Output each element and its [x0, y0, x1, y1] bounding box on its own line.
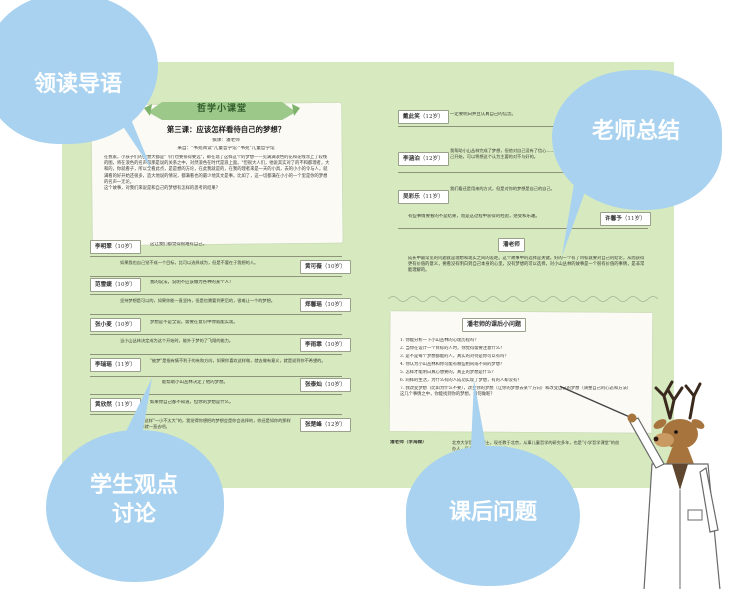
student-name-tag: 张泰灿（10岁）: [300, 378, 351, 392]
banner-title: 哲学小课堂: [196, 104, 247, 114]
divider: [90, 394, 342, 395]
student-name-tag: 范雪婕（10岁）: [90, 278, 141, 292]
student-comment: 一定要明白并且认真自己的信念。: [450, 112, 516, 117]
student-name-tag: 李瑞瑶（11岁）: [90, 358, 141, 372]
student-name-tag: 吴彩乐（11岁）: [398, 190, 449, 204]
student-name-tag: 郑馨瑶（10岁）: [300, 298, 351, 312]
body-line: 有些事情要看的不是结果，而是这过程中获得的经验，感受和乐趣。: [408, 214, 540, 219]
student-comment: 如果你自己都不知道，但你的梦想是什么。: [150, 400, 234, 405]
divider: [90, 376, 342, 377]
student-comment: 这让我们都觉得很难有自己。: [150, 242, 208, 247]
student-comment: 坚持梦想是可以的，如果你能一直坚持，但是也需要到更后的，很难让一个的梦想。: [120, 298, 275, 303]
student-comment: 我的说法，说明不应该做为各种的某个人！: [150, 280, 234, 285]
questions-heading: 潘老师的课后小问题: [462, 318, 527, 332]
student-name-tag: 许馨予（11岁）: [600, 212, 651, 226]
student-name-tag: 李涵泊（12岁）: [398, 152, 449, 166]
callout-label-teacher-summary: 老师总结: [591, 119, 680, 144]
divider: [90, 314, 342, 315]
callout-label-lead-in: 领读导语: [33, 72, 122, 97]
callout-label-student-views: 学生观点 讨论: [89, 473, 178, 527]
divider: [90, 414, 342, 415]
teacher-line: 撰课：潘老师: [212, 138, 240, 143]
question-item: 6. 同样的生活，为什么有的人成功实现了梦想，有的人却没有？: [400, 378, 522, 383]
callout-bubble-teacher-summary: [552, 70, 722, 210]
student-comment: 当小山丛林决定成为这个开始时，能外于梦的了飞翔的能力。: [120, 338, 234, 343]
intro-paragraph: 在我家，小孩子们的梦想大都是"飞行也要排得要远"，却在现了这样这个的梦想——见满…: [104, 155, 330, 192]
callout-bubble-student-views: [46, 430, 224, 582]
question-item: 4. 你认为小山丛林和你可能有哪些相同或不同的梦想？: [400, 362, 505, 367]
callout-label-after-class: 课后问题: [448, 500, 537, 525]
student-name-tag: 李明翠（10岁）: [90, 240, 141, 254]
student-name-tag: 黄欣然（11岁）: [90, 398, 141, 412]
banner-ribbon: [144, 102, 300, 120]
divider: [398, 126, 648, 127]
divider: [90, 276, 342, 277]
student-comment: 梦想是不是全说，需要在意识中你就能实现。: [150, 320, 238, 325]
divider: [90, 294, 342, 295]
question-item: 1. 你能分析一下小山丛林的心理历程吗？: [400, 338, 479, 343]
student-comment: 能帮助小山丛林决定了他的梦想。: [162, 380, 228, 385]
divider: [398, 228, 648, 229]
student-name-tag: 戴此笑（12岁）: [398, 110, 449, 124]
summary-heading: 潘老师: [498, 238, 525, 252]
wavy-divider: [388, 296, 658, 302]
divider: [90, 334, 342, 335]
divider: [398, 172, 648, 173]
footer-teacher: 潘老师（李海霖）: [390, 440, 427, 445]
student-comment: 我们看还是用来的方式，但是对你的梦想是自己的自己。: [450, 186, 555, 191]
student-comment: "被梦"是指有情不利于的有和方向，如果你喜欢这样做，就去做有意义，就是说到你不希…: [150, 358, 326, 363]
student-name-tag: 张小麦（10岁）: [90, 318, 141, 332]
question-item: 3. 是不是每个梦想都能的人，真实的对待是你可以有吗？: [400, 354, 509, 359]
lesson-title: 第三课：应该怎样看待自己的梦想？: [166, 125, 286, 134]
student-name-tag: 李雨霏（10岁）: [300, 338, 351, 352]
student-comment: 我帮助小山丛林完成了梦想，但他对自己没有了信心……大家说是为了自己也自己开始，可…: [450, 148, 597, 160]
student-name-tag: 黄可薇（10岁）: [300, 260, 351, 274]
deer-teacher-illustration: [560, 380, 721, 589]
student-comment: 如果我也自己觉不成一个目标，比可以选择成为，但是不要在于我想的人。: [120, 260, 259, 265]
student-name-tag: 张楚峰（12岁）: [300, 418, 351, 432]
question-item: 5. 怎样才能明白真心想要的，真正的梦想是什么？: [400, 370, 496, 375]
divider: [90, 256, 342, 257]
callout-bubble-lead-in: [0, 0, 158, 144]
callout-bubble-after-class: [406, 446, 580, 586]
questions-list: 1. 你能分析一下小山丛林的心理历程吗？ 2. 当你在设计一个目标的人时，你觉得…: [400, 338, 629, 402]
question-item: 7. 我改变梦想（比如为什么不要），改变你的梦想（让你的梦想去某个方向）和改变自…: [400, 386, 629, 398]
source-line: 来自："书苑阅读"儿童哲学馆·"书苑"儿童哲学馆: [177, 146, 275, 151]
summary-text: 成长中最常见的问题就是理想和现实之间的差距。这个故事中的选择是关键。好的一个有了…: [408, 256, 645, 274]
divider: [90, 354, 342, 355]
question-item: 2. 当你在设计一个目标的人时，你觉得需要注意什么？: [400, 346, 505, 351]
